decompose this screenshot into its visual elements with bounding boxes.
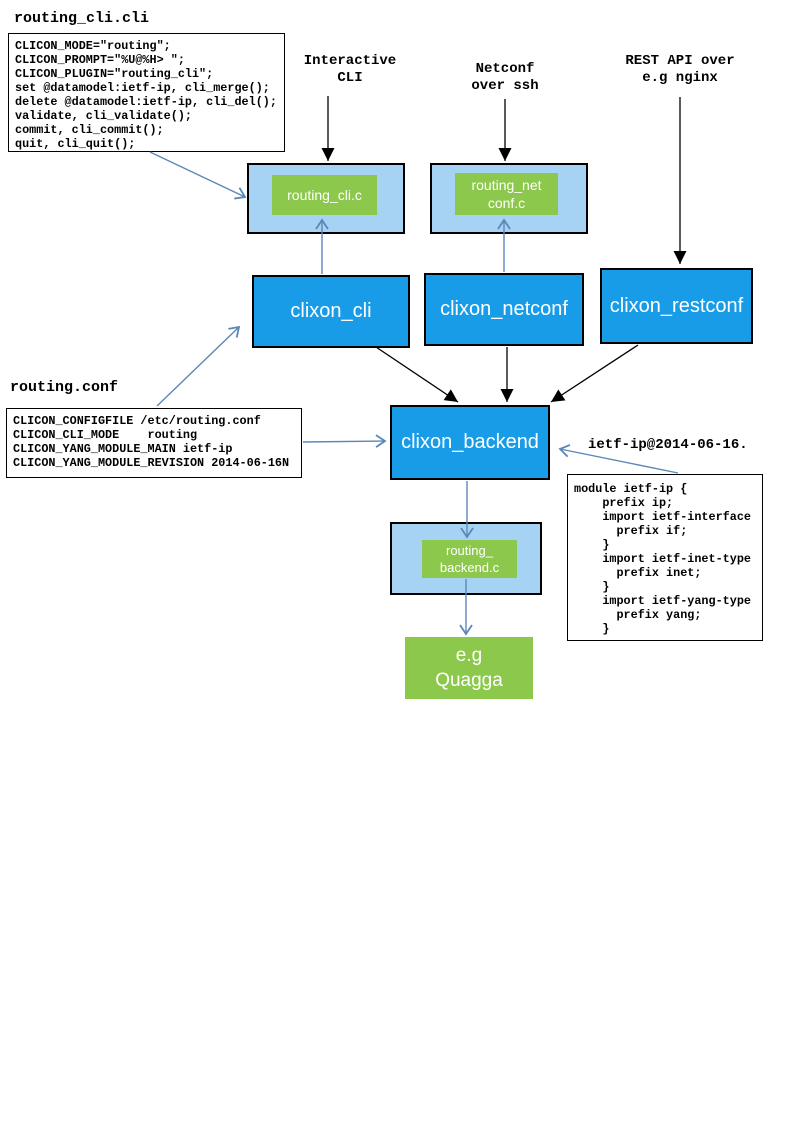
routing-cli-plugin-node: routing_cli.c	[272, 175, 377, 215]
interactive-cli-label: Interactive CLI	[303, 53, 397, 86]
clixon-restconf-node: clixon_restconf	[600, 268, 753, 344]
arrow-conf-file-to-backend	[302, 434, 387, 448]
conf-file-title: routing.conf	[10, 379, 119, 396]
rest-api-label: REST API over e.g nginx	[625, 53, 735, 86]
quagga-node: e.g Quagga	[405, 637, 533, 699]
clixon-backend-node: clixon_backend	[390, 405, 550, 480]
arrow-restconf-to-backend	[550, 344, 639, 403]
conf-file-code: CLICON_CONFIGFILE /etc/routing.conf CLIC…	[13, 414, 290, 470]
cli-file-code: CLICON_MODE="routing"; CLICON_PROMPT="%U…	[15, 39, 277, 151]
cli-file-code-box: CLICON_MODE="routing"; CLICON_PROMPT="%U…	[8, 33, 285, 152]
netconf-over-ssh-label: Netconf over ssh	[471, 61, 539, 94]
yang-file-code: module ietf-ip { prefix ip; import ietf-…	[574, 482, 751, 636]
cli-file-title: routing_cli.cli	[14, 10, 150, 27]
conf-file-code-box: CLICON_CONFIGFILE /etc/routing.conf CLIC…	[6, 408, 302, 478]
arrow-conf-file-to-clixon-cli	[156, 325, 241, 407]
yang-file-title: ietf-ip@2014-06-16.	[588, 437, 748, 453]
yang-file-code-box: module ietf-ip { prefix ip; import ietf-…	[567, 474, 763, 641]
clixon-netconf-node: clixon_netconf	[424, 273, 584, 346]
routing-netconf-plugin-node: routing_net conf.c	[455, 173, 558, 215]
arrow-cli-to-backend	[375, 346, 459, 403]
clixon-cli-node: clixon_cli	[252, 275, 410, 348]
arrow-cli-file-to-cli-plugin-container	[149, 151, 247, 200]
routing-backend-plugin-node: routing_ backend.c	[422, 540, 517, 578]
